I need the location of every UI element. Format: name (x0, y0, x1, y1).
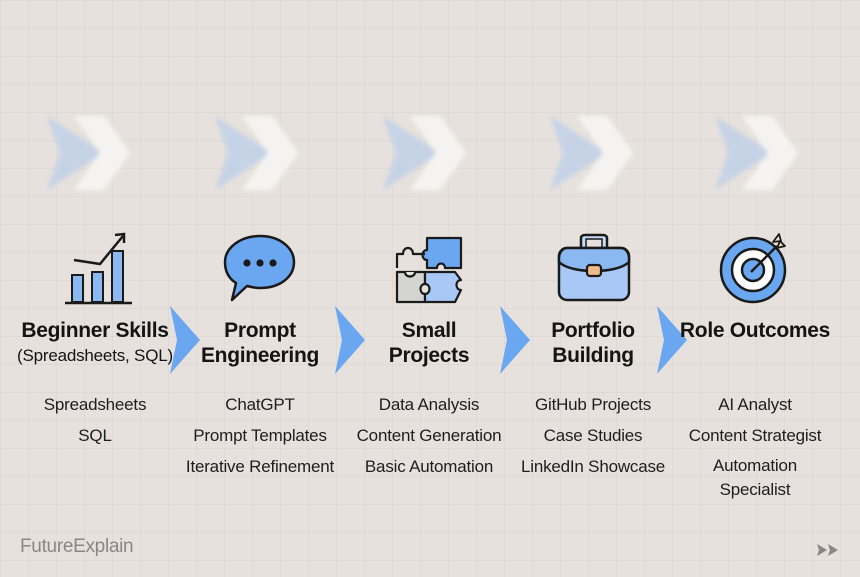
stage-title: Small Projects (344, 318, 514, 368)
target-icon (719, 233, 787, 304)
stage-title-line: Prompt (224, 319, 296, 342)
stage-title: Prompt Engineering (175, 318, 345, 368)
chevron-right-connector-icon (657, 306, 687, 374)
stage-items: AI Analyst Content Strategist Automation… (660, 389, 850, 502)
stage-item: Data Analysis (378, 395, 480, 414)
stage-title-text: Role Outcomes (679, 319, 831, 342)
stage-title-line: Small (401, 319, 457, 342)
stage-title-line: Portfolio (551, 319, 635, 342)
stage-title-line: Engineering (200, 344, 320, 367)
top-chevron-decor-icon (215, 116, 298, 190)
stage-items: ChatGPT Prompt Templates Iterative Refin… (165, 389, 355, 482)
chevron-right-connector-icon (500, 306, 530, 374)
stage-items: Data Analysis Content Generation Basic A… (334, 389, 524, 482)
top-chevron-decor-icon (383, 116, 466, 190)
bar-chart-growth-icon (65, 232, 132, 305)
stage-items: Spreadsheets SQL (0, 389, 190, 451)
stage-item: Automation Specialist (713, 456, 797, 499)
stage-title: Beginner Skills (Spreadsheets, SQL) (10, 318, 180, 368)
stage-subtitle: (Spreadsheets, SQL) (17, 346, 173, 365)
stage-title-line: Projects (388, 344, 470, 367)
stage-item: Prompt Templates (193, 426, 327, 445)
fast-forward-icon[interactable] (816, 543, 840, 557)
stage-item: ChatGPT (225, 395, 295, 414)
stage-items: GitHub Projects Case Studies LinkedIn Sh… (498, 389, 688, 482)
stage-title: Role Outcomes (670, 318, 840, 343)
stage-item: SQL (78, 426, 112, 445)
stage-item: GitHub Projects (534, 395, 652, 414)
puzzle-pieces-icon (395, 236, 463, 304)
stage-item: AI Analyst (718, 395, 792, 414)
stage-title-line: Building (552, 344, 634, 367)
top-chevron-decor-icon (715, 116, 798, 190)
top-chevron-decor-icon (47, 116, 130, 190)
stage-title: Portfolio Building (508, 318, 678, 368)
stage-item: LinkedIn Showcase (520, 457, 666, 476)
stage-item: Content Strategist (688, 426, 822, 445)
briefcase-icon (557, 233, 631, 302)
stage-title-text: Beginner Skills (21, 319, 169, 342)
top-chevron-decor-icon (550, 116, 633, 190)
stage-item: Case Studies (543, 426, 643, 445)
speech-bubble-icon (223, 234, 296, 302)
stage-item: Spreadsheets (43, 395, 147, 414)
stage-item: Iterative Refinement (185, 457, 335, 476)
stage-item: Content Generation (356, 426, 502, 445)
brand-logo-text: FutureExplain (20, 536, 134, 557)
chevron-right-connector-icon (170, 306, 200, 374)
stage-item: Basic Automation (364, 457, 494, 476)
chevron-right-connector-icon (335, 306, 365, 374)
